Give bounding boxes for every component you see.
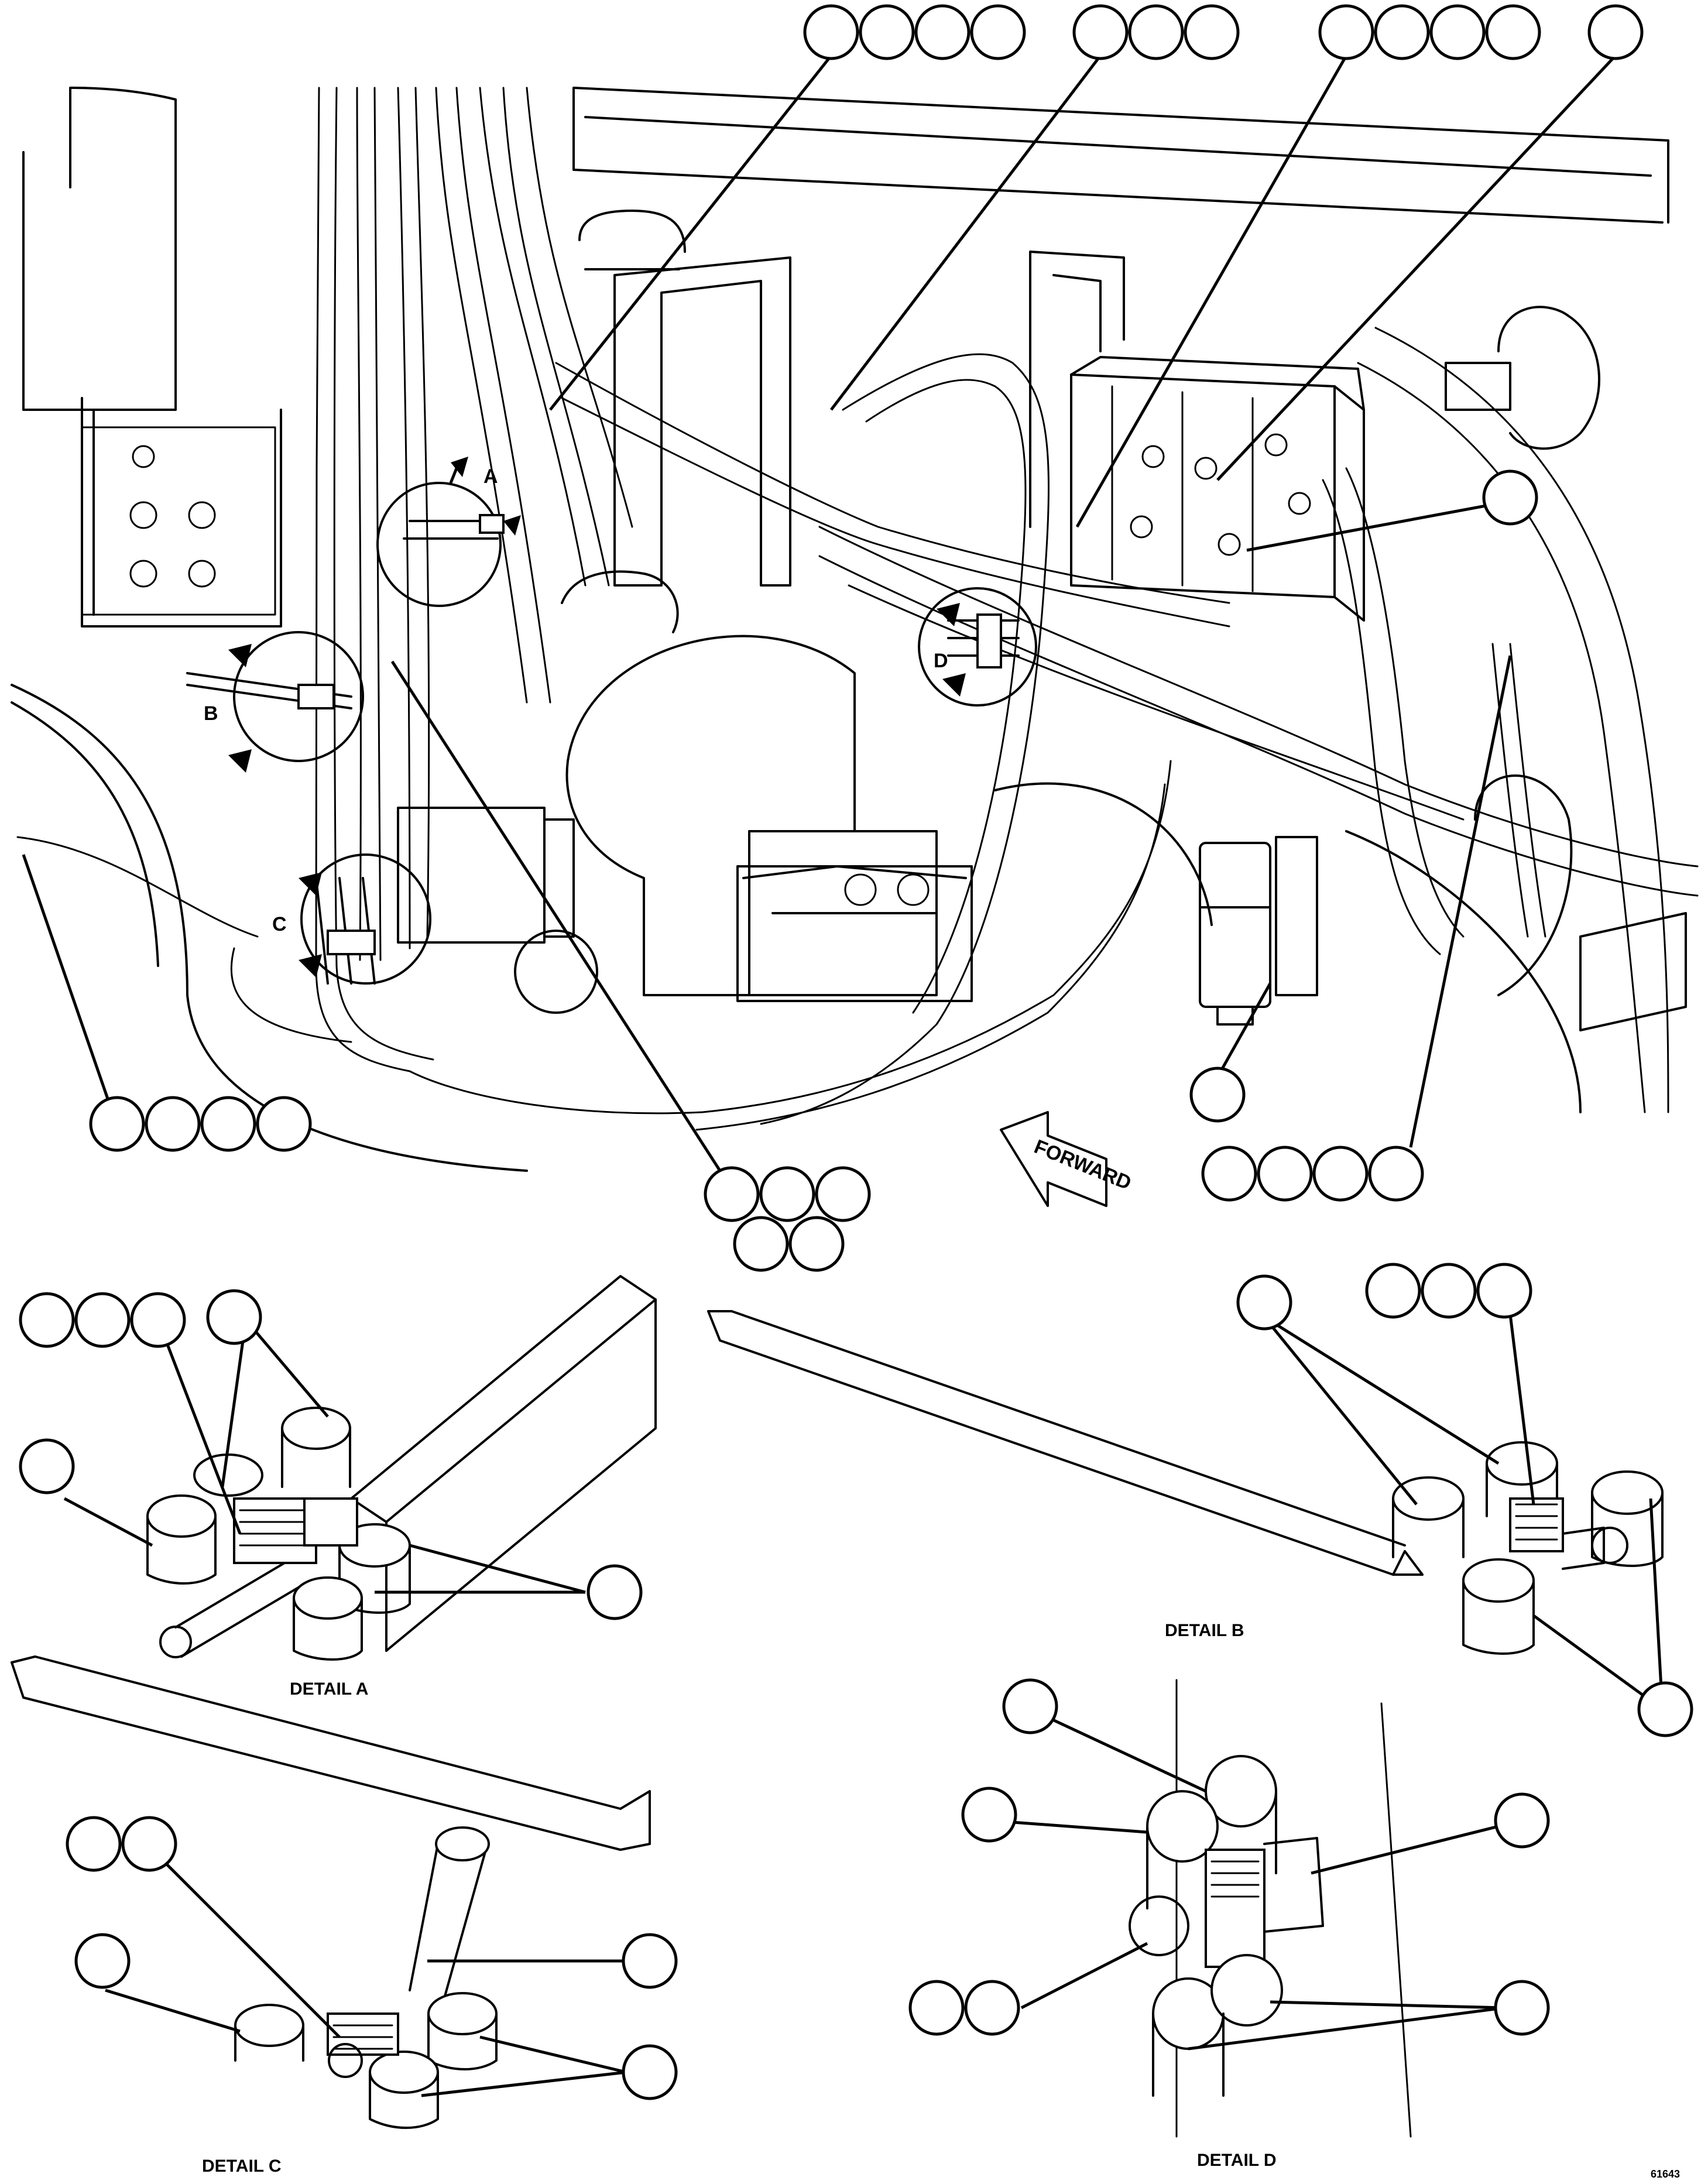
detail-b-view: DETAIL B [707,1310,1664,1655]
detail-letter-a: A [483,465,498,488]
detail-a-title: DETAIL A [290,1679,368,1699]
detail-circle-a: A [376,457,521,607]
detail-a-view: DETAIL A [146,1275,657,1699]
detail-circle-c: C [272,853,431,985]
detail-d-title: DETAIL D [1197,2151,1277,2170]
detail-circle-b: B [186,631,364,773]
detail-c-title: DETAIL C [202,2156,282,2176]
hydraulic-filter [1199,836,1318,1026]
hose-bundle-left [315,87,633,1072]
forward-arrow: FORWARD [1000,1111,1134,1207]
main-assembly-view: A B C D FORWARD [11,87,1699,1207]
detail-letter-d: D [934,650,948,672]
detail-letter-b: B [204,702,218,725]
forward-label: FORWARD [1031,1136,1134,1195]
detail-d-view: DETAIL D [1129,1679,1412,2170]
detail-c-view: DETAIL C [11,1655,651,2176]
drawing-number: 61643 [1651,2168,1680,2180]
detail-circle-d: D [918,587,1037,707]
detail-b-title: DETAIL B [1165,1621,1244,1640]
hydraulic-valve-block [1029,251,1365,622]
callout-balloons [19,4,1693,2100]
detail-letter-c: C [272,913,287,935]
